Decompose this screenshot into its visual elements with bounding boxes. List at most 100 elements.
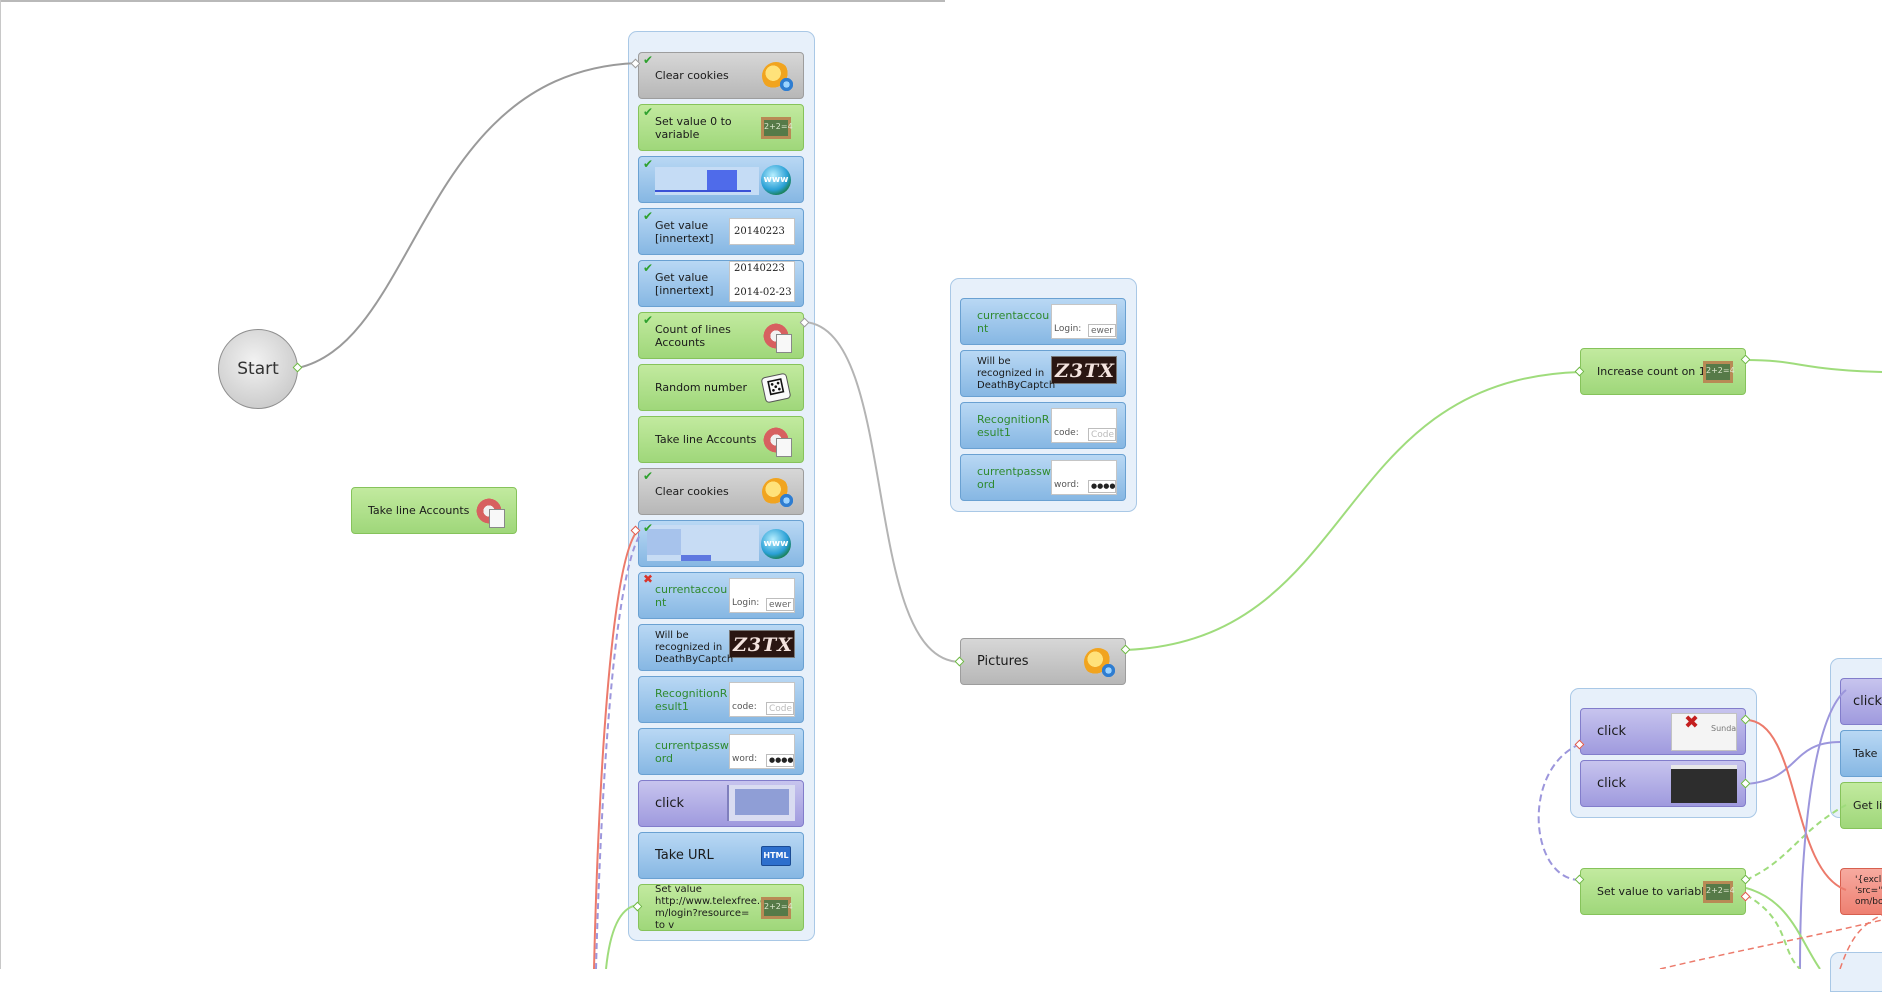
chalkboard-icon: 2+2=4: [759, 893, 793, 923]
click-label-1: click: [1597, 724, 1627, 739]
get-value-preview-1: 20140223: [729, 218, 795, 245]
check-icon: ✔: [643, 53, 654, 67]
right-get-label: Get li: [1853, 799, 1882, 812]
currentpassword-node-2[interactable]: currentpassw ord word: ●●●●: [960, 454, 1126, 501]
clear-cookies-node-1[interactable]: ✔ Clear cookies: [638, 52, 804, 99]
wire-count-lines-to-pictures: [804, 321, 961, 663]
check-icon: ✔: [643, 469, 654, 483]
set-value-url-node[interactable]: Set value http://www.telexfree.co m/logi…: [638, 884, 804, 931]
increase-count-node[interactable]: Increase count on 1 2+2=4: [1580, 348, 1746, 395]
wire-increase-to-pictures: [1125, 371, 1581, 651]
check-icon: ✔: [643, 313, 654, 327]
recognition-result-node-2[interactable]: RecognitionR esult1 code: Code: [960, 402, 1126, 449]
take-url-node[interactable]: Take URL HTML: [638, 832, 804, 879]
click-preview: [727, 785, 795, 821]
random-number-node[interactable]: Random number ⚄: [638, 364, 804, 411]
pictures-label: Pictures: [977, 654, 1029, 669]
wire-dashed-red-bottom-2: [1839, 914, 1882, 969]
navigate-url-node-2[interactable]: ✔ www: [638, 520, 804, 567]
canvas-left-border: [0, 0, 1, 969]
check-icon: ✔: [643, 209, 654, 223]
wire-right-to-increase: [1745, 359, 1882, 373]
deathbycaptcha-node[interactable]: Will be recognized in DeathByCaptch Z3TX: [638, 624, 804, 671]
page-preview-thumbnail-2: [647, 525, 759, 561]
right-take-node[interactable]: Take: [1840, 730, 1882, 777]
take-line-accounts-standalone[interactable]: Take line Accounts: [351, 487, 517, 534]
html-icon: HTML: [759, 841, 793, 871]
wire-dashed-green-bottom-right: [1745, 894, 1801, 969]
wire-dashed-purple-click-to-setvalue: [1537, 743, 1581, 881]
check-icon: ✔: [643, 157, 654, 171]
cog-document-icon: [759, 425, 793, 457]
currentaccount-label: currentaccou nt: [655, 582, 728, 609]
click-node-1[interactable]: click ✖ Sunda: [1580, 708, 1746, 755]
click-node[interactable]: click: [638, 780, 804, 827]
take-line-accounts-label: Take line Accounts: [655, 433, 757, 446]
clear-cookies-node-2[interactable]: ✔ Clear cookies: [638, 468, 804, 515]
deathbycaptcha-label: Will be recognized in DeathByCaptch: [655, 629, 734, 665]
check-icon: ✔: [643, 521, 654, 535]
gears-icon: [759, 477, 794, 508]
currentaccount-label-2: currentaccou nt: [977, 308, 1050, 335]
recognition-result-node[interactable]: RecognitionR esult1 code: Code: [638, 676, 804, 723]
random-number-label: Random number: [655, 381, 747, 394]
get-value-label-2: Get value [innertext]: [655, 270, 714, 297]
recognition-result-label-2: RecognitionR esult1: [977, 412, 1050, 439]
right-get-node[interactable]: Get li: [1840, 782, 1882, 829]
chalkboard-icon: 2+2=4: [1701, 877, 1735, 907]
set-value-url-label: Set value http://www.telexfree.co m/logi…: [655, 884, 772, 931]
chalkboard-icon: 2+2=4: [1701, 357, 1735, 387]
cog-document-icon: [472, 496, 506, 528]
click-node-2[interactable]: click: [1580, 760, 1746, 807]
take-line-accounts-standalone-label: Take line Accounts: [368, 504, 470, 517]
currentpassword-label-2: currentpassw ord: [977, 464, 1051, 491]
currentaccount-node-2[interactable]: currentaccou nt Login: ewer: [960, 298, 1126, 345]
login-field-preview-2: Login: ewer: [1051, 304, 1117, 339]
wire-start-to-clear-cookies: [297, 62, 639, 369]
right-click-node[interactable]: click: [1840, 678, 1882, 725]
gears-icon: [759, 61, 794, 92]
set-value-to-variable-node[interactable]: Set value to variable 2+2=4: [1580, 868, 1746, 915]
get-value-node-2[interactable]: ✔ Get value [innertext] 20140223 2014-02…: [638, 260, 804, 307]
wire-dashed-red-bottom: [1659, 919, 1882, 969]
start-label: Start: [237, 359, 279, 379]
wire-green-main-bottom: [605, 904, 641, 969]
count-lines-node[interactable]: ✔ Count of lines Accounts: [638, 312, 804, 359]
www-globe-icon: www: [759, 528, 793, 559]
right-click-label: click: [1853, 694, 1882, 709]
recognition-result-label: RecognitionR esult1: [655, 686, 728, 713]
deathbycaptcha-label-2: Will be recognized in DeathByCaptch: [977, 355, 1056, 391]
set-value-to-variable-label: Set value to variable: [1597, 885, 1712, 898]
dice-icon: ⚄: [759, 372, 793, 403]
navigate-url-node-1[interactable]: ✔ www: [638, 156, 804, 203]
click-preview-1: ✖ Sunda: [1671, 713, 1737, 751]
code-field-preview-2: code: Code: [1051, 408, 1117, 443]
cog-document-icon: [759, 321, 793, 353]
set-value-0-node[interactable]: ✔ Set value 0 to variable 2+2=4: [638, 104, 804, 151]
clear-cookies-label-1: Clear cookies: [655, 69, 729, 82]
currentpassword-node[interactable]: currentpassw ord word: ●●●●: [638, 728, 804, 775]
deathbycaptcha-node-2[interactable]: Will be recognized in DeathByCaptch Z3TX: [960, 350, 1126, 397]
wire-purple-vertical: [1799, 689, 1847, 969]
wire-dashed-purple-main: [595, 534, 641, 969]
page-preview-thumbnail: [655, 167, 759, 195]
get-value-node-1[interactable]: ✔ Get value [innertext] 20140223: [638, 208, 804, 255]
get-value-label-1: Get value [innertext]: [655, 218, 714, 245]
password-field-preview-2: word: ●●●●: [1051, 460, 1117, 495]
captcha-image-2: Z3TX: [1051, 356, 1117, 384]
right-red-node[interactable]: '{exclu 'src='', om/bo: [1840, 868, 1882, 915]
wire-dashed-green-setvalue: [1745, 804, 1847, 881]
click-label-2: click: [1597, 776, 1627, 791]
close-x-icon: ✖: [1684, 712, 1700, 733]
pictures-node[interactable]: Pictures: [960, 638, 1126, 685]
captcha-image: Z3TX: [729, 630, 795, 658]
currentaccount-node[interactable]: ✖ currentaccou nt Login: ewer: [638, 572, 804, 619]
canvas-top-border: [0, 0, 945, 2]
count-lines-label: Count of lines Accounts: [655, 322, 731, 349]
wire-red-click-to-red-node: [1745, 719, 1847, 891]
click-label: click: [655, 796, 685, 811]
take-line-accounts-node[interactable]: Take line Accounts: [638, 416, 804, 463]
start-node[interactable]: Start: [218, 329, 298, 409]
www-globe-icon: www: [759, 164, 793, 195]
